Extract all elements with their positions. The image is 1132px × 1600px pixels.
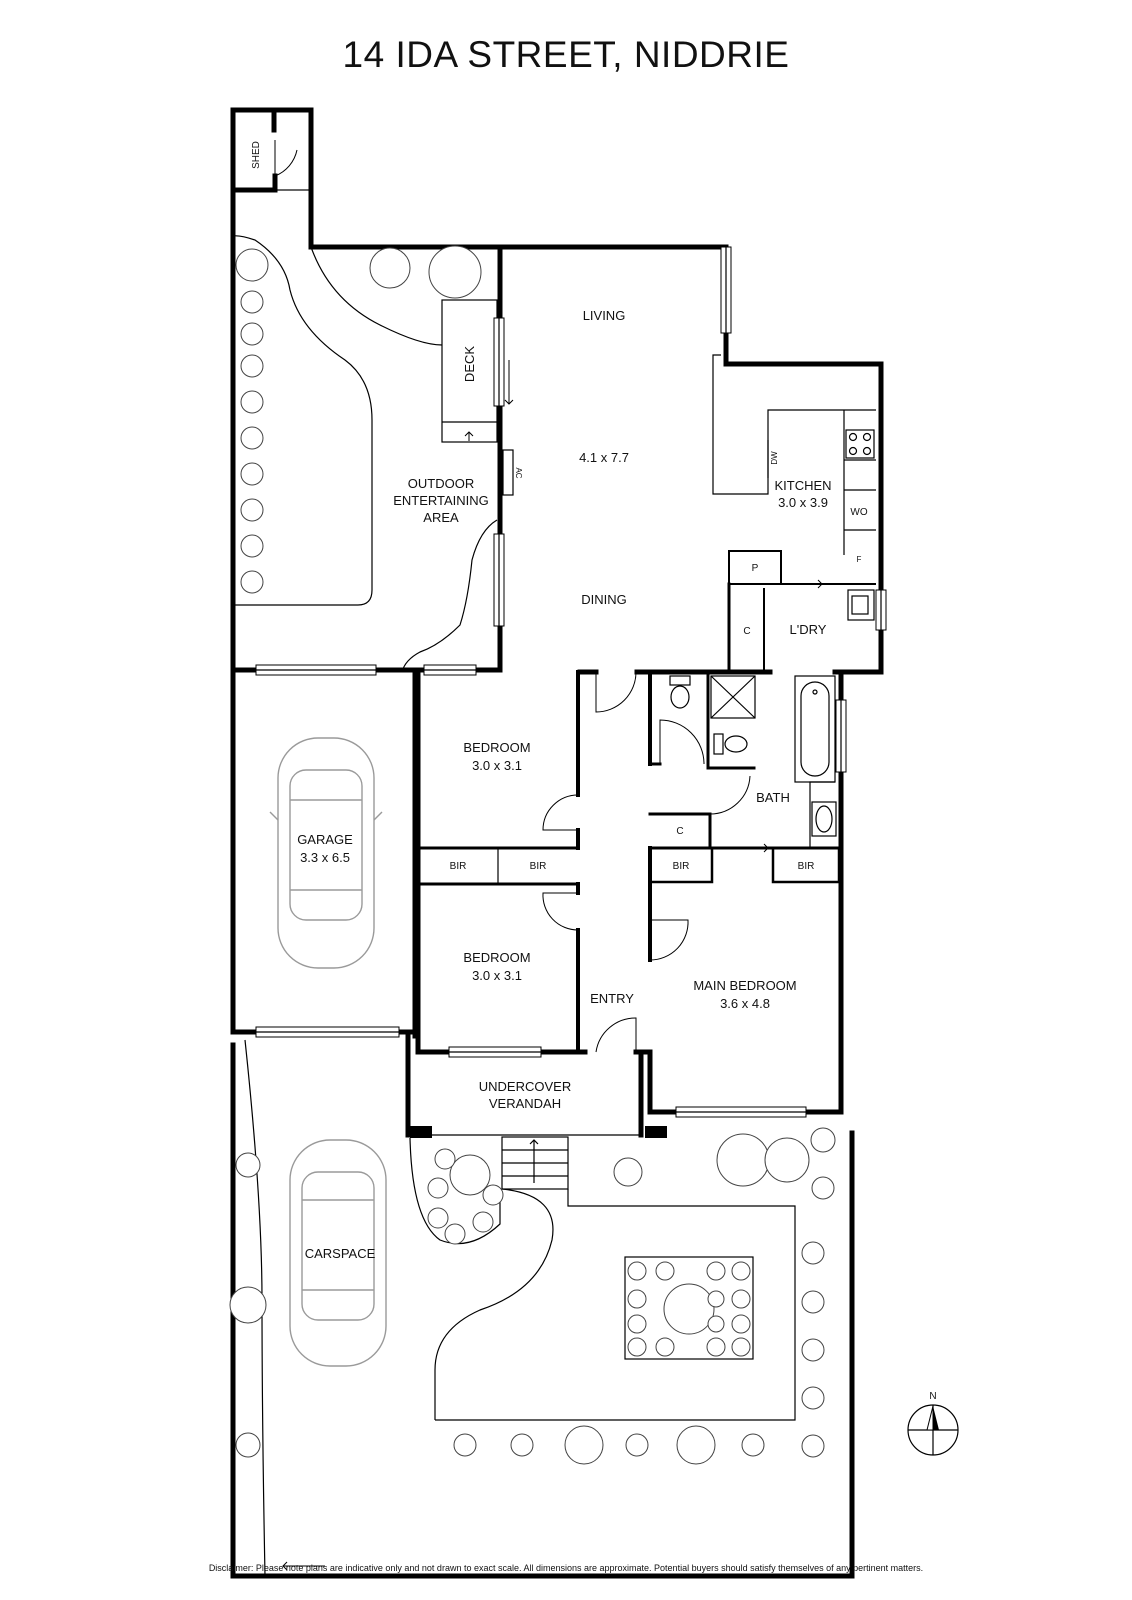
disclaimer: Disclaimer: Please note plans are indica…	[208, 1563, 924, 1573]
dining-label: DINING	[581, 592, 627, 607]
deck: DECK	[441, 299, 498, 443]
bedroom-2: BEDROOM 3.0 x 3.1	[463, 882, 580, 1054]
entry-hall: ENTRY	[590, 671, 637, 1053]
bedroom1-dimensions: 3.0 x 3.1	[472, 758, 522, 773]
shed: SHED	[230, 107, 312, 193]
front-garden	[409, 1137, 796, 1421]
bir-label-1: BIR	[450, 861, 467, 872]
outdoor-label-1: OUTDOOR	[408, 476, 474, 491]
bedroom1-label: BEDROOM	[463, 740, 530, 755]
bath-label: BATH	[756, 790, 790, 805]
living-dimensions: 4.1 x 7.7	[579, 450, 629, 465]
shed-label: SHED	[251, 141, 262, 169]
outdoor-label-3: AREA	[423, 510, 459, 525]
verandah-label-2: VERANDAH	[489, 1096, 561, 1111]
plan-title: 14 IDA STREET, NIDDRIE	[342, 34, 790, 75]
main-bedroom-dimensions: 3.6 x 4.8	[720, 996, 770, 1011]
bedroom-1: BIR BIR BEDROOM 3.0 x 3.1	[416, 670, 580, 886]
living-label: LIVING	[583, 308, 626, 323]
main-bedroom: BIR BIR MAIN BEDROOM 3.6 x 4.8	[648, 846, 841, 1011]
outdoor-labels: OUTDOOR ENTERTAINING AREA	[393, 476, 489, 525]
windows	[255, 246, 887, 1118]
verandah-label-1: UNDERCOVER	[479, 1079, 571, 1094]
garden-bed-plants	[627, 1261, 751, 1357]
bedroom2-label: BEDROOM	[463, 950, 530, 965]
garage-dimensions: 3.3 x 6.5	[300, 850, 350, 865]
main-bir-label-2: BIR	[798, 861, 815, 872]
living-dining: LIVING 4.1 x 7.7 DINING AC	[502, 308, 629, 607]
bir-label-2: BIR	[530, 861, 547, 872]
compass-north-label: N	[929, 1391, 936, 1402]
garage-car	[269, 737, 383, 969]
main-bedroom-label: MAIN BEDROOM	[693, 978, 796, 993]
garage: GARAGE 3.3 x 6.5	[269, 667, 418, 1039]
entry-label: ENTRY	[590, 991, 634, 1006]
laundry-area: P C L'DRY	[727, 550, 876, 672]
house-walls	[230, 244, 884, 1138]
kitchen-label: KITCHEN	[774, 478, 831, 493]
main-bir-label-1: BIR	[673, 861, 690, 872]
dishwasher-label: DW	[770, 451, 779, 465]
bathroom: BATH C	[648, 670, 843, 853]
laundry-cupboard-label: C	[743, 626, 750, 637]
bath-cupboard-label: C	[676, 826, 683, 837]
front-steps	[501, 1136, 569, 1190]
pantry-label: P	[752, 563, 759, 574]
kitchen-dimensions: 3.0 x 3.9	[778, 495, 828, 510]
garage-label: GARAGE	[297, 832, 353, 847]
kitchen: DW WO F KITCHEN 3.0 x 3.9	[712, 354, 876, 564]
fridge-label: F	[857, 555, 862, 564]
trees	[229, 245, 836, 1465]
carspace-car	[289, 1139, 387, 1367]
side-hedge	[235, 248, 269, 594]
wall-oven-label: WO	[850, 507, 867, 518]
carspace-label: CARSPACE	[305, 1246, 376, 1261]
outdoor-label-2: ENTERTAINING	[393, 493, 489, 508]
sliding-door	[504, 360, 514, 405]
verandah: UNDERCOVER VERANDAH	[408, 1079, 667, 1190]
north-compass: N	[907, 1391, 959, 1456]
ac-label: AC	[514, 467, 523, 478]
bedroom2-dimensions: 3.0 x 3.1	[472, 968, 522, 983]
laundry-label: L'DRY	[790, 622, 827, 637]
outdoor-paving	[232, 235, 498, 673]
deck-label: DECK	[462, 346, 477, 382]
